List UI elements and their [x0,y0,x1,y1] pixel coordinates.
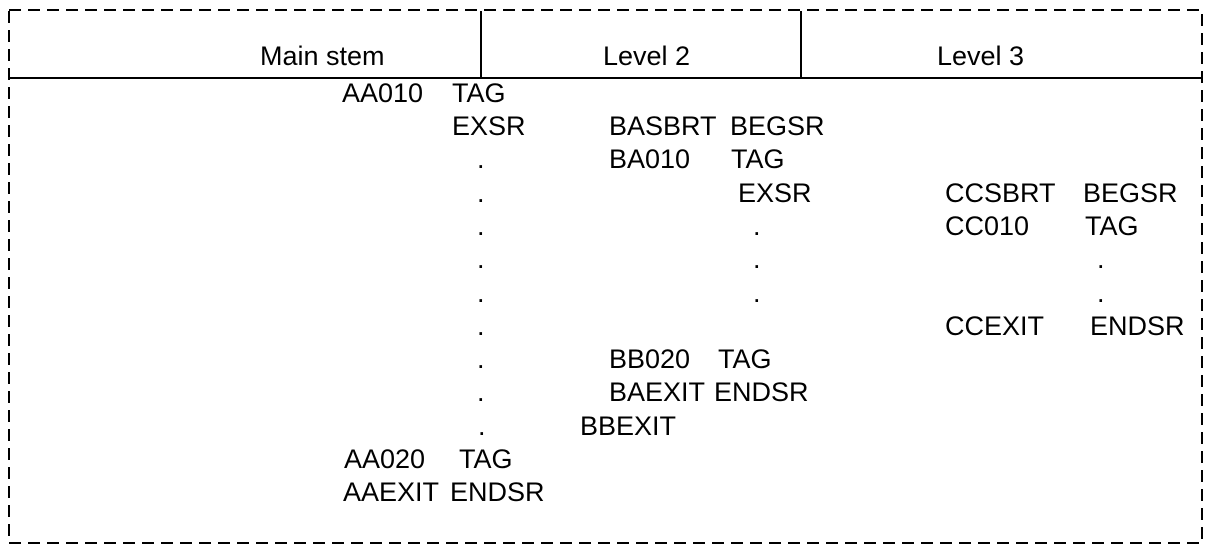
continuation-dot: . [477,211,485,241]
continuation-dot: . [478,411,486,441]
code-token: TAG [718,344,772,374]
code-token: TAG [452,78,506,108]
code-token: BASBRT [609,111,717,141]
continuation-dot: . [1097,278,1105,308]
code-token: CCEXIT [945,311,1045,341]
continuation-dot: . [477,144,485,174]
code-token: ENDSR [714,377,809,407]
continuation-dot: . [477,344,485,374]
code-token: ENDSR [1090,311,1185,341]
continuation-dot: . [753,278,761,308]
column-header-level3: Level 3 [937,41,1025,71]
code-token: BEGSR [1083,178,1178,208]
code-token: AA020 [344,444,426,474]
code-token: CC010 [945,211,1030,241]
continuation-dot: . [477,311,485,341]
continuation-dot: . [1097,244,1105,274]
continuation-dot: . [477,244,485,274]
code-token: TAG [1085,211,1139,241]
continuation-dot: . [477,377,485,407]
code-token: AAEXIT [343,477,440,507]
code-token: BBEXIT [580,411,677,441]
code-token: AA010 [342,78,424,108]
code-token: ENDSR [450,477,545,507]
continuation-dot: . [753,244,761,274]
code-token: BA010 [609,144,691,174]
code-token: TAG [731,144,785,174]
code-token: BB020 [609,344,691,374]
code-token: EXSR [452,111,526,141]
continuation-dot: . [477,178,485,208]
code-token: BEGSR [730,111,825,141]
column-header-main-stem: Main stem [260,41,385,71]
code-token: CCSBRT [945,178,1056,208]
continuation-dot: . [753,211,761,241]
code-token: TAG [459,444,513,474]
continuation-dot: . [477,278,485,308]
code-token: EXSR [738,178,812,208]
figure-dashed-border [8,9,1203,544]
code-token: BAEXIT [609,377,706,407]
column-header-level2: Level 2 [603,41,691,71]
